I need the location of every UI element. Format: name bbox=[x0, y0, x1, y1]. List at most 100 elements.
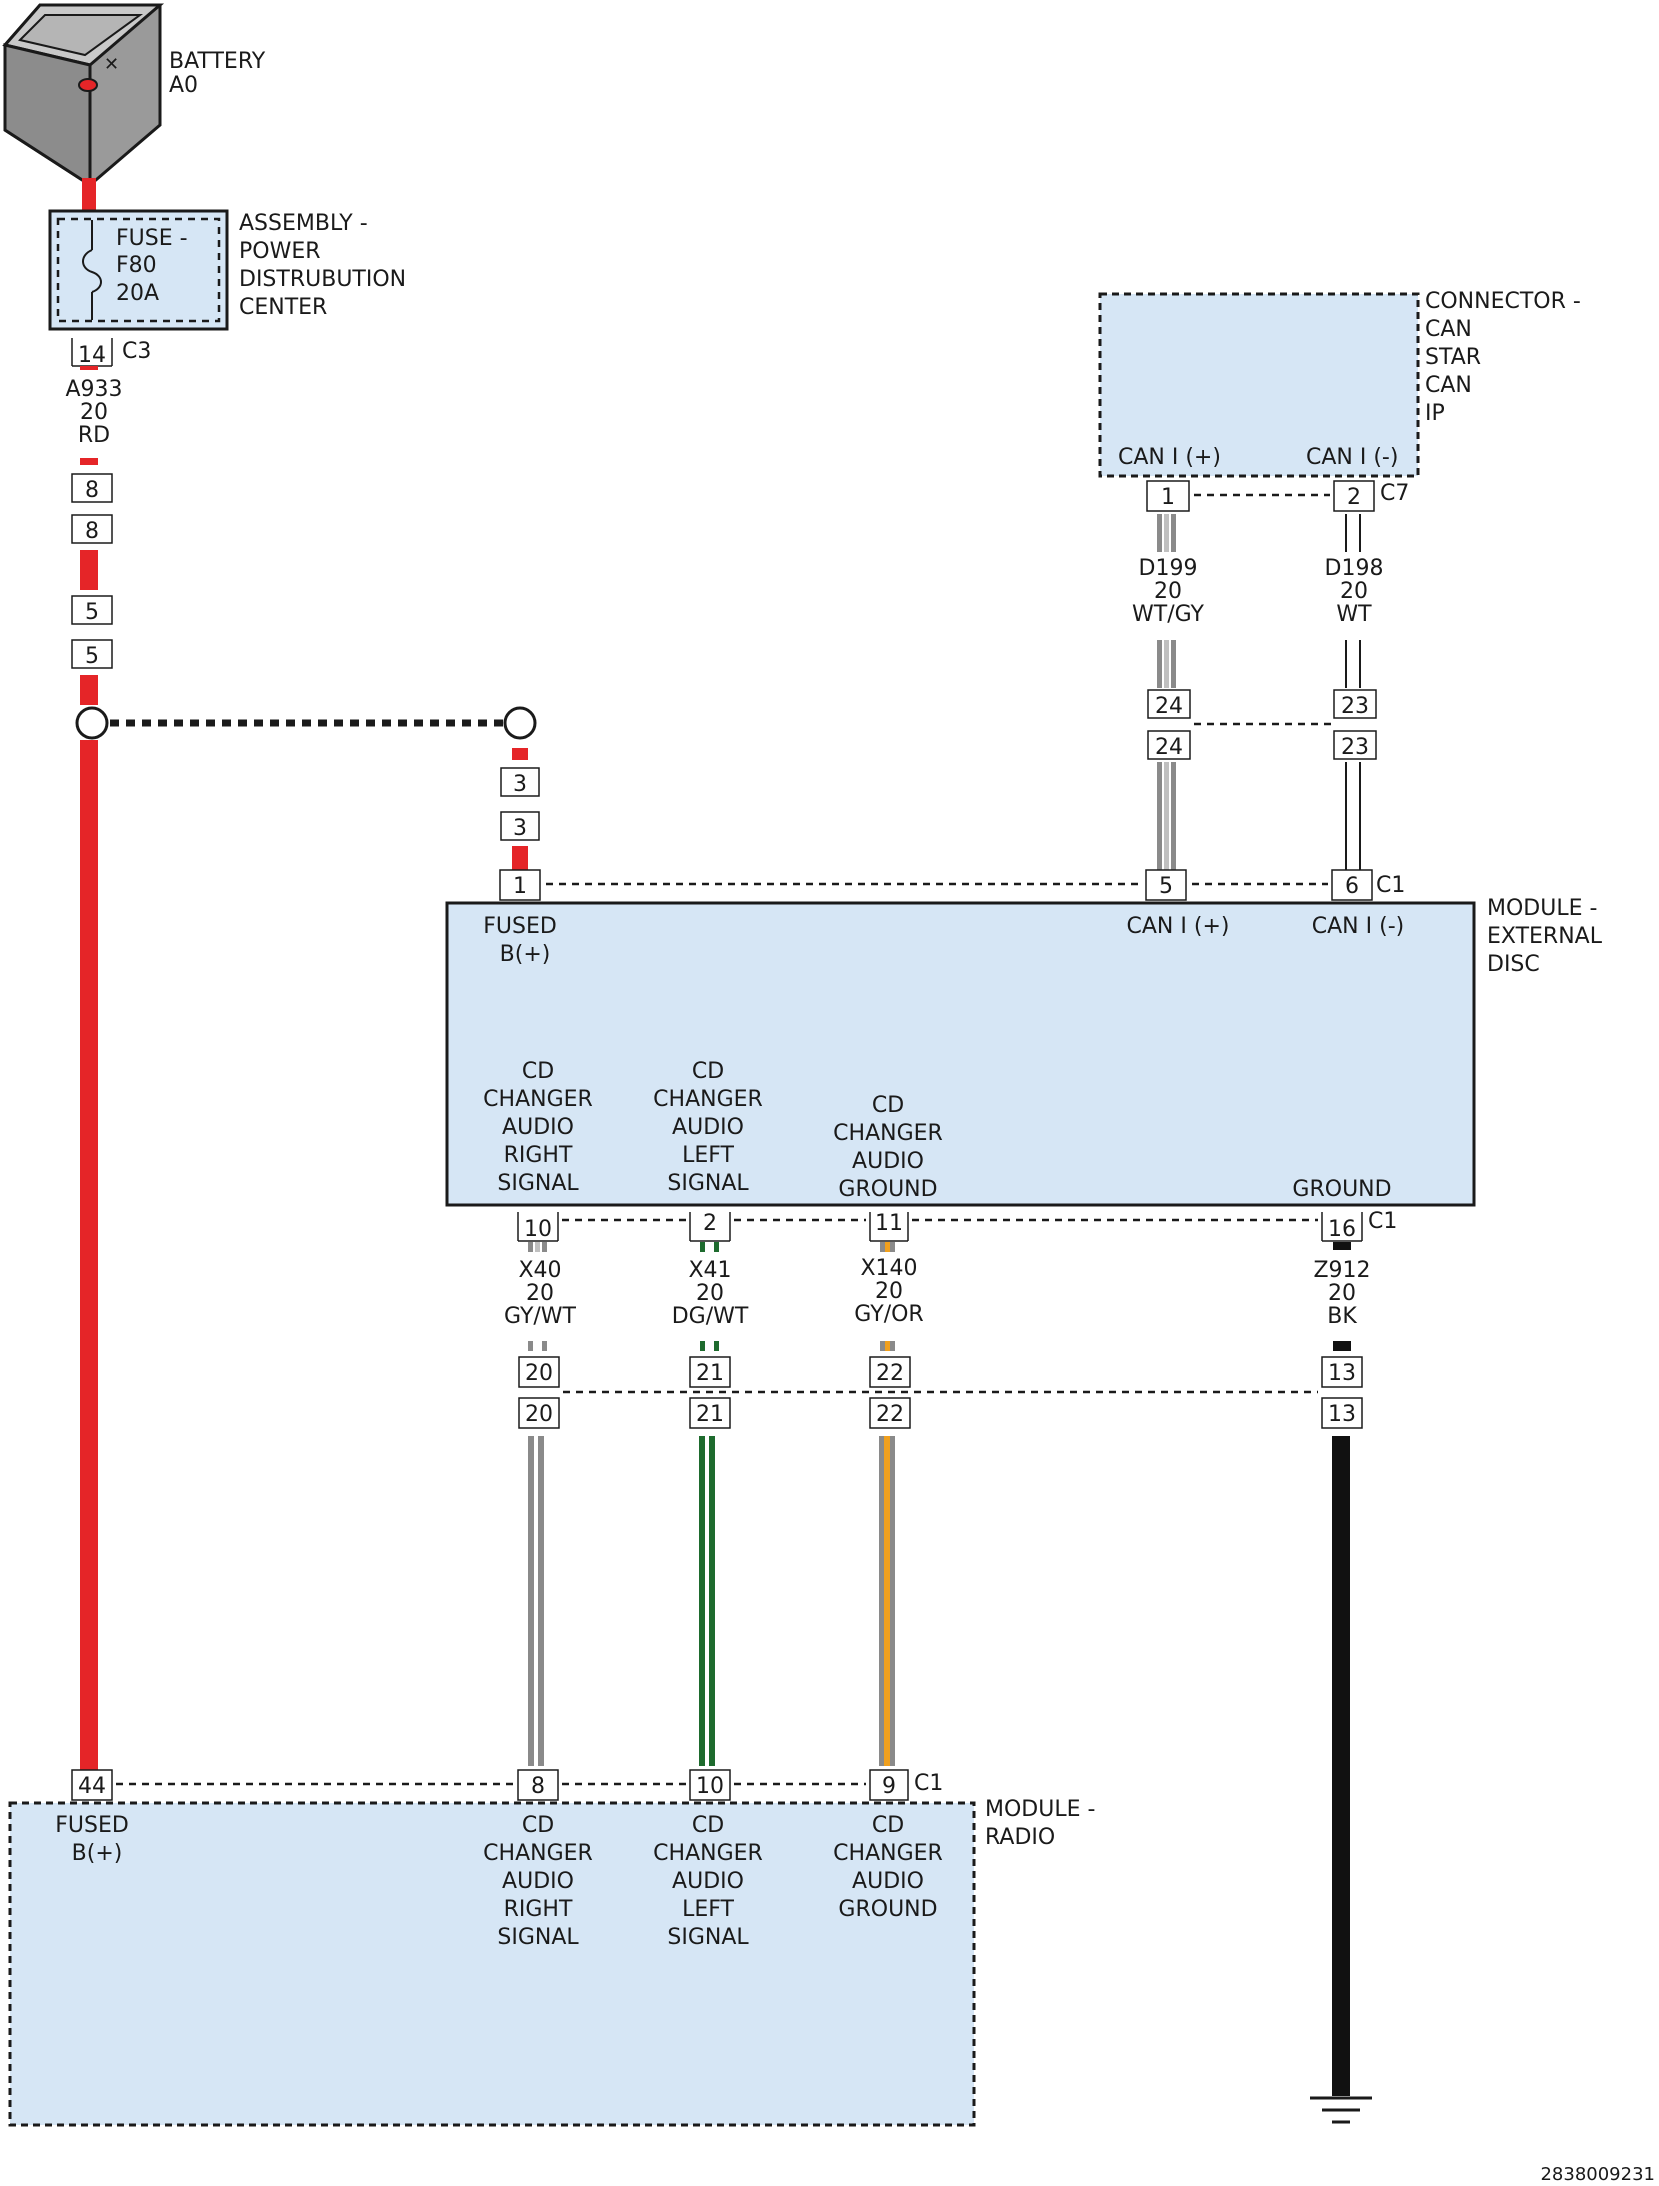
radio-left-signal-3: AUDIO bbox=[672, 1869, 744, 1894]
ext-disc-title-3: DISC bbox=[1487, 952, 1540, 977]
ext-disc-bottom-pin-2: 2 bbox=[689, 1211, 731, 1242]
radio-fused-2: B(+) bbox=[72, 1841, 123, 1866]
svg-text:11: 11 bbox=[875, 1211, 903, 1236]
inline-pin-21-lower: 21 bbox=[689, 1397, 731, 1429]
svg-text:20: 20 bbox=[525, 1402, 553, 1427]
z912-wire-code: Z912 bbox=[1313, 1258, 1370, 1283]
pdc-title-line-1: ASSEMBLY - bbox=[239, 211, 368, 236]
ext-disc-fused-1: FUSED bbox=[483, 914, 557, 939]
x140-wire bbox=[879, 1436, 895, 1766]
svg-text:8: 8 bbox=[85, 478, 99, 503]
svg-text:44: 44 bbox=[78, 1774, 106, 1799]
z912-wire-color: BK bbox=[1327, 1304, 1357, 1329]
inline-pin-22-upper: 22 bbox=[869, 1356, 911, 1388]
can-connector-title-1: CONNECTOR - bbox=[1425, 289, 1581, 314]
inline-pin-23-lower: 23 bbox=[1333, 730, 1377, 760]
battery-id: A0 bbox=[169, 73, 198, 98]
ext-disc-bottom-pin-16: 16 bbox=[1321, 1212, 1363, 1242]
svg-text:21: 21 bbox=[696, 1361, 724, 1386]
z912-wire bbox=[1332, 1436, 1350, 2096]
svg-text:5: 5 bbox=[1159, 874, 1173, 899]
ext-disc-left-signal-1: CD bbox=[692, 1059, 724, 1084]
ext-disc-right-signal-3: AUDIO bbox=[502, 1115, 574, 1140]
can-connector-title-4: CAN bbox=[1425, 373, 1472, 398]
svg-text:5: 5 bbox=[85, 644, 99, 669]
svg-text:8: 8 bbox=[85, 519, 99, 544]
svg-text:22: 22 bbox=[876, 1402, 904, 1427]
ext-disc-can-minus: CAN I (-) bbox=[1312, 914, 1404, 939]
radio-module bbox=[8, 1801, 976, 2127]
ext-disc-left-signal-3: AUDIO bbox=[672, 1115, 744, 1140]
svg-text:20: 20 bbox=[525, 1361, 553, 1386]
radio-left-signal-5: SIGNAL bbox=[667, 1925, 749, 1950]
splice-node-right bbox=[503, 706, 537, 740]
inline-pin-5-upper: 5 bbox=[71, 595, 113, 625]
red-feed-wire bbox=[80, 740, 98, 1780]
ext-disc-title-2: EXTERNAL bbox=[1487, 924, 1603, 949]
radio-left-signal-4: LEFT bbox=[682, 1897, 734, 1922]
d199-wire-color: WT/GY bbox=[1132, 602, 1205, 627]
x140-wire-gauge: 20 bbox=[875, 1279, 903, 1304]
radio-pin-10: 10 bbox=[689, 1769, 731, 1801]
radio-right-signal-5: SIGNAL bbox=[497, 1925, 579, 1950]
radio-title-1: MODULE - bbox=[985, 1797, 1095, 1822]
svg-text:2: 2 bbox=[1347, 485, 1361, 510]
ext-disc-left-signal-2: CHANGER bbox=[653, 1087, 763, 1112]
radio-fused-1: FUSED bbox=[55, 1813, 129, 1838]
battery-title: BATTERY bbox=[169, 49, 266, 74]
external-disc-module bbox=[445, 901, 1476, 1207]
inline-pin-20-lower: 20 bbox=[518, 1397, 560, 1429]
radio-ground-signal-3: AUDIO bbox=[852, 1869, 924, 1894]
inline-pin-8-lower: 8 bbox=[71, 514, 113, 544]
pdc-pin-14: 14 bbox=[71, 338, 113, 368]
radio-connector-id: C1 bbox=[914, 1771, 943, 1796]
svg-text:23: 23 bbox=[1341, 735, 1369, 760]
d198-wire-upper bbox=[1345, 514, 1361, 552]
radio-ground-signal-4: GROUND bbox=[838, 1897, 937, 1922]
svg-text:22: 22 bbox=[876, 1361, 904, 1386]
pdc-connector-id: C3 bbox=[122, 339, 151, 364]
ext-disc-right-signal-5: SIGNAL bbox=[497, 1171, 579, 1196]
inline-pin-23-upper: 23 bbox=[1333, 689, 1377, 719]
a933-wire-color: RD bbox=[78, 423, 110, 448]
ext-disc-ground-label: GROUND bbox=[1292, 1177, 1391, 1202]
svg-text:23: 23 bbox=[1341, 694, 1369, 719]
svg-text:8: 8 bbox=[531, 1774, 545, 1799]
inline-pin-24-upper: 24 bbox=[1147, 689, 1191, 719]
radio-pin-44: 44 bbox=[71, 1769, 113, 1801]
ext-disc-ground-signal-1: CD bbox=[872, 1093, 904, 1118]
ext-disc-right-signal-1: CD bbox=[522, 1059, 554, 1084]
figure-id: 2838009231 bbox=[1540, 2164, 1655, 2185]
ext-disc-top-connector-id: C1 bbox=[1376, 873, 1405, 898]
ext-disc-bottom-connector-id: C1 bbox=[1368, 1209, 1397, 1234]
can-star-connector: CAN I (+) CAN I (-) bbox=[1098, 292, 1420, 478]
x40-wire-code: X40 bbox=[518, 1258, 561, 1283]
can-connector-title-5: IP bbox=[1425, 401, 1445, 426]
d199-wire-lower bbox=[1157, 762, 1176, 870]
svg-text:3: 3 bbox=[513, 772, 527, 797]
svg-text:24: 24 bbox=[1155, 694, 1183, 719]
radio-ground-signal-1: CD bbox=[872, 1813, 904, 1838]
radio-right-signal-2: CHANGER bbox=[483, 1841, 593, 1866]
radio-right-signal-3: AUDIO bbox=[502, 1869, 574, 1894]
svg-text:2: 2 bbox=[703, 1211, 717, 1236]
x140-wire-code: X140 bbox=[860, 1256, 917, 1281]
ext-disc-top-pin-6: 6 bbox=[1331, 869, 1373, 901]
inline-pin-13-lower: 13 bbox=[1321, 1397, 1363, 1429]
ext-disc-left-signal-4: LEFT bbox=[682, 1143, 734, 1168]
inline-pin-22-lower: 22 bbox=[869, 1397, 911, 1429]
svg-text:6: 6 bbox=[1345, 874, 1359, 899]
x41-wire-gauge: 20 bbox=[696, 1281, 724, 1306]
inline-pin-24-lower: 24 bbox=[1147, 730, 1191, 760]
battery-icon: ✕ bbox=[2, 3, 165, 188]
x40-wire-gauge: 20 bbox=[526, 1281, 554, 1306]
inline-pin-21-upper: 21 bbox=[689, 1356, 731, 1388]
ext-disc-right-signal-2: CHANGER bbox=[483, 1087, 593, 1112]
svg-text:3: 3 bbox=[513, 816, 527, 841]
d198-wire-code: D198 bbox=[1325, 556, 1384, 581]
ext-disc-fused-2: B(+) bbox=[500, 942, 551, 967]
pdc-title-line-4: CENTER bbox=[239, 295, 327, 320]
ext-disc-ground-signal-2: CHANGER bbox=[833, 1121, 943, 1146]
pdc-title-line-3: DISTRUBUTION bbox=[239, 267, 406, 292]
x41-wire bbox=[699, 1436, 715, 1766]
